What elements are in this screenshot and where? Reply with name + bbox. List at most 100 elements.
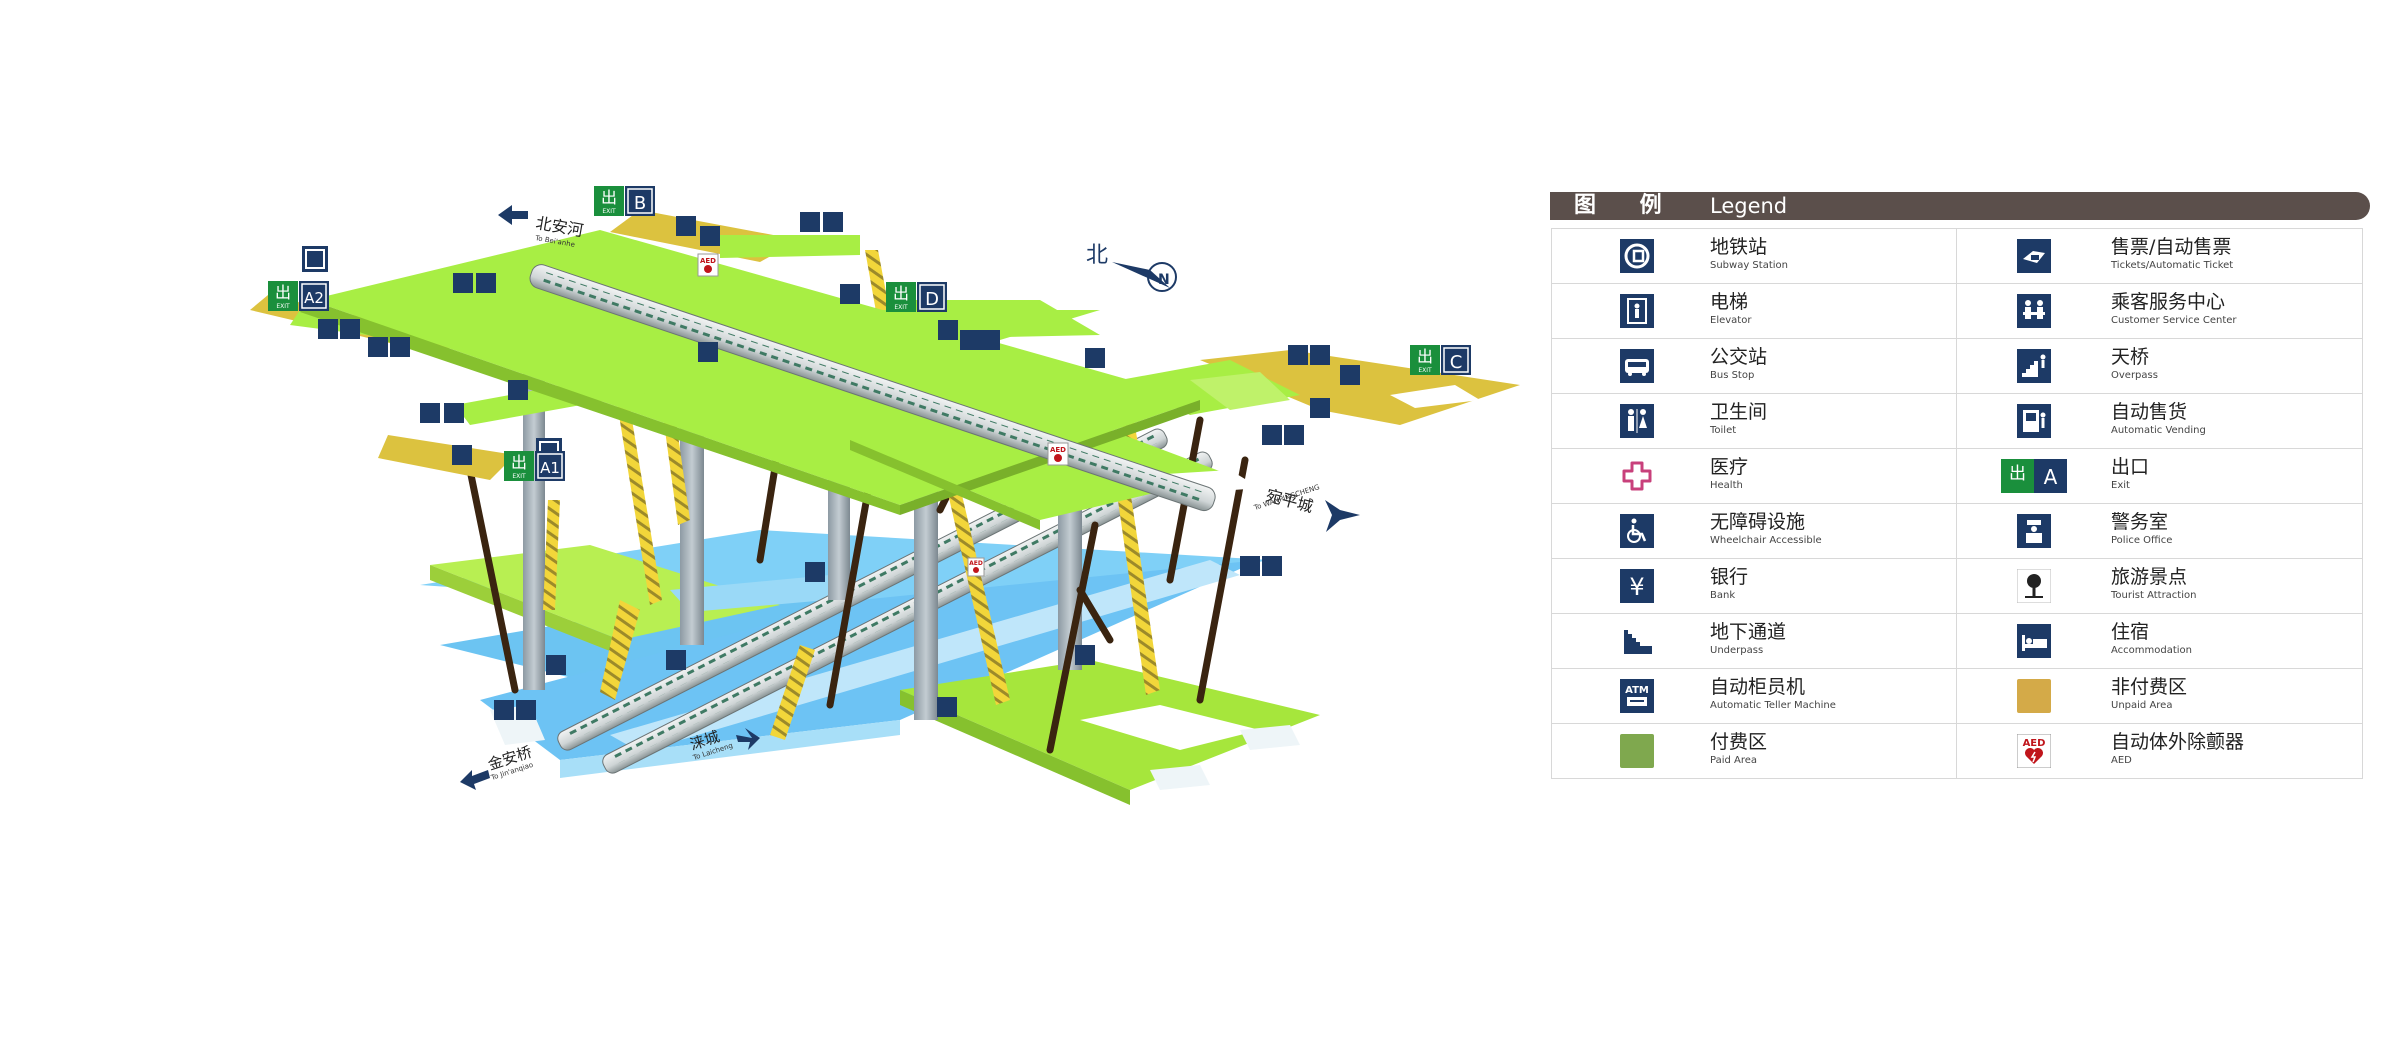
legend-label-en: Police Office bbox=[2111, 535, 2173, 546]
svg-text:EXIT: EXIT bbox=[602, 208, 616, 215]
svg-text:A1: A1 bbox=[540, 459, 560, 477]
direction-jinanqiao: 金安桥 To Jin'anqiao bbox=[460, 743, 534, 790]
legend-item-overpass: 天桥 Overpass bbox=[1957, 339, 2361, 393]
legend-label-cn: 警务室 bbox=[2111, 511, 2169, 533]
legend-label-en: Toilet bbox=[1710, 425, 1737, 436]
svg-text:B: B bbox=[634, 193, 646, 214]
unpaid-area-swatch bbox=[2017, 679, 2051, 713]
legend-label-cn: 天桥 bbox=[2111, 346, 2150, 368]
legend-item-paid-area: 付费区 Paid Area bbox=[1552, 724, 1957, 778]
exit-sign-a2[interactable]: 出 EXIT A2 bbox=[268, 281, 329, 311]
svg-text:出: 出 bbox=[275, 283, 291, 302]
legend-label-en: Unpaid Area bbox=[2111, 700, 2173, 711]
legend-row: 公交站 Bus Stop 天桥 Overpass bbox=[1552, 339, 2362, 394]
bank-yen-icon: ¥ bbox=[1620, 569, 1654, 603]
legend-label-en: Customer Service Center bbox=[2111, 315, 2237, 326]
legend-label-en: AED bbox=[2111, 755, 2132, 766]
legend-label-cn: 卫生间 bbox=[1710, 401, 1768, 423]
legend-label-en: Tickets/Automatic Ticket bbox=[2111, 260, 2234, 271]
legend-label-cn: 自动售货 bbox=[2111, 401, 2188, 423]
legend-label-cn: 公交站 bbox=[1710, 346, 1768, 368]
legend-item-bus-stop: 公交站 Bus Stop bbox=[1552, 339, 1957, 393]
svg-text:D: D bbox=[925, 289, 939, 310]
police-icon bbox=[2017, 514, 2051, 548]
svg-text:出: 出 bbox=[2009, 464, 2026, 484]
svg-text:出: 出 bbox=[1417, 347, 1433, 366]
legend-table: 地铁站 Subway Station 售票/自动售票 Tickets/Autom… bbox=[1551, 228, 2363, 779]
upper-train bbox=[529, 264, 1216, 512]
legend-label-en: Overpass bbox=[2111, 370, 2158, 381]
legend-title-en: Legend bbox=[1710, 194, 1788, 218]
legend-label-en: Health bbox=[1710, 480, 1743, 491]
legend-item-wheelchair: 无障碍设施 Wheelchair Accessible bbox=[1552, 504, 1957, 558]
svg-text:C: C bbox=[1450, 352, 1463, 373]
legend-item-toilet: 卫生间 Toilet bbox=[1552, 394, 1957, 448]
subway-logo-icon bbox=[1620, 239, 1654, 273]
legend-label-en: Exit bbox=[2111, 480, 2130, 491]
svg-text:AED: AED bbox=[969, 560, 983, 567]
legend-row: ATM 自动柜员机 Automatic Teller Machine 非付费区 … bbox=[1552, 669, 2362, 724]
exit-sign-d[interactable]: 出 EXIT D bbox=[886, 282, 947, 312]
svg-text:EXIT: EXIT bbox=[512, 473, 526, 480]
bed-icon bbox=[2017, 624, 2051, 658]
legend-label-cn: 旅游景点 bbox=[2111, 566, 2188, 588]
legend-label-cn: 出口 bbox=[2111, 456, 2150, 478]
map-facility-icons bbox=[318, 212, 1360, 720]
svg-text:出: 出 bbox=[601, 188, 617, 207]
legend-header: 图 例 Legend bbox=[1550, 192, 2370, 220]
svg-text:EXIT: EXIT bbox=[276, 303, 290, 310]
toilet-icon bbox=[1620, 404, 1654, 438]
legend-label-cn: 自动体外除颤器 bbox=[2111, 731, 2245, 753]
legend-row: 电梯 Elevator 乘客服务中心 Customer Service Cent… bbox=[1552, 284, 2362, 339]
exit-sign-b[interactable]: 出 EXIT B bbox=[594, 186, 655, 216]
legend-label-cn: 电梯 bbox=[1710, 291, 1749, 313]
legend-item-accommodation: 住宿 Accommodation bbox=[1957, 614, 2361, 668]
direction-laicheng: 涞城 To Laicheng bbox=[688, 727, 760, 762]
legend-item-bank: ¥ 银行 Bank bbox=[1552, 559, 1957, 613]
legend-item-police: 警务室 Police Office bbox=[1957, 504, 2361, 558]
exit-sign-a1[interactable]: 出 EXIT A1 bbox=[504, 451, 565, 481]
legend-item-unpaid-area: 非付费区 Unpaid Area bbox=[1957, 669, 2361, 723]
svg-text:EXIT: EXIT bbox=[894, 304, 908, 311]
bus-icon bbox=[1620, 349, 1654, 383]
svg-text:EXIT: EXIT bbox=[1418, 367, 1432, 374]
legend-row: 付费区 Paid Area AED 自动体外除颤器 AED bbox=[1552, 724, 2362, 778]
legend-item-subway-station: 地铁站 Subway Station bbox=[1552, 229, 1957, 283]
legend-label-cn: 银行 bbox=[1710, 566, 1749, 588]
tourist-tree-icon bbox=[2017, 569, 2051, 603]
exit-sign-c[interactable]: 出 EXIT C bbox=[1410, 345, 1471, 375]
legend-label-en: Elevator bbox=[1710, 315, 1752, 326]
legend-item-service-center: 乘客服务中心 Customer Service Center bbox=[1957, 284, 2361, 338]
legend-item-health: 医疗 Health bbox=[1552, 449, 1957, 503]
svg-text:A: A bbox=[2044, 465, 2058, 489]
compass: 北 N bbox=[1086, 243, 1177, 292]
legend-label-en: Automatic Vending bbox=[2111, 425, 2206, 436]
legend-item-atm: ATM 自动柜员机 Automatic Teller Machine bbox=[1552, 669, 1957, 723]
svg-text:AED: AED bbox=[700, 257, 716, 265]
upper-level bbox=[250, 210, 1520, 530]
legend-label-cn: 自动柜员机 bbox=[1710, 676, 1806, 698]
legend-label-en: Paid Area bbox=[1710, 755, 1758, 766]
legend-item-tickets: 售票/自动售票 Tickets/Automatic Ticket bbox=[1957, 229, 2361, 283]
legend-label-en: Wheelchair Accessible bbox=[1710, 535, 1822, 546]
paid-area-swatch bbox=[1620, 734, 1654, 768]
legend-item-vending: 自动售货 Automatic Vending bbox=[1957, 394, 2361, 448]
legend-label-en: Bus Stop bbox=[1710, 370, 1755, 381]
legend-item-tourist: 旅游景点 Tourist Attraction bbox=[1957, 559, 2361, 613]
legend-title-cn: 图 例 bbox=[1574, 193, 1680, 218]
map-aed-icons: AED AED AED bbox=[697, 253, 1069, 577]
svg-text:北: 北 bbox=[1086, 243, 1108, 268]
svg-text:出: 出 bbox=[511, 453, 527, 472]
legend-label-cn: 医疗 bbox=[1710, 456, 1749, 478]
svg-text:AED: AED bbox=[2023, 738, 2046, 749]
aed-icon: AED bbox=[2017, 734, 2051, 768]
svg-text:出: 出 bbox=[893, 284, 909, 303]
wheelchair-icon bbox=[1620, 514, 1654, 548]
legend-label-cn: 非付费区 bbox=[2111, 676, 2188, 698]
vending-icon bbox=[2017, 404, 2051, 438]
direction-beianhe: 北安河 To Bei'anhe bbox=[498, 205, 585, 249]
svg-text:ATM: ATM bbox=[1625, 685, 1649, 696]
